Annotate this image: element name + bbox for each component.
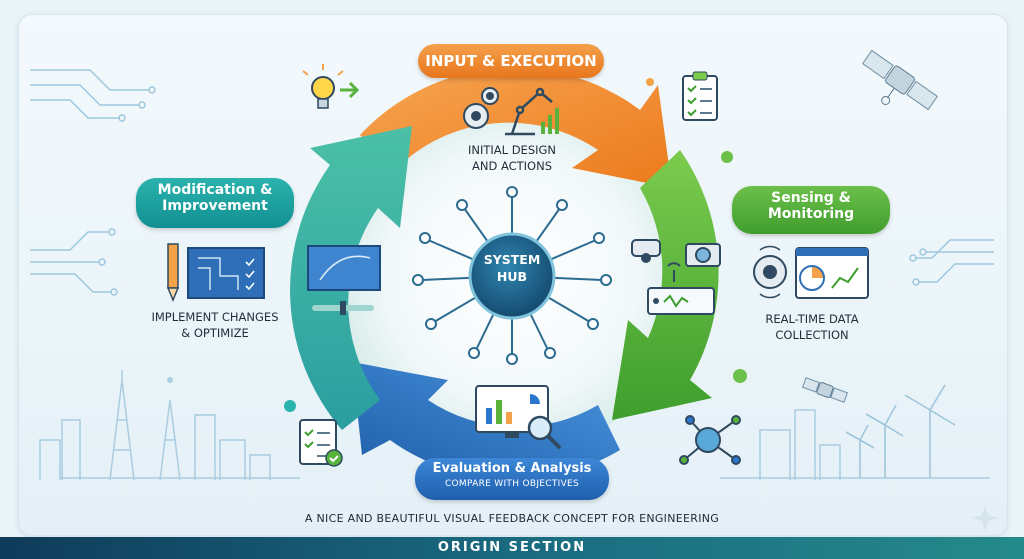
camera-icon bbox=[685, 243, 721, 267]
stage-label-input: INITIAL DESIGN AND ACTIONS bbox=[467, 143, 557, 173]
magnifier-icon bbox=[527, 415, 562, 450]
network-node-icon bbox=[679, 415, 741, 465]
system-hub-circle bbox=[468, 232, 556, 320]
clipboard-checklist-icon bbox=[682, 71, 718, 121]
satellite-icon bbox=[861, 49, 939, 111]
decorative-dots bbox=[167, 78, 747, 412]
stage-title-modification-improvement: Modification & Improvement bbox=[136, 178, 294, 228]
stage-title-sensing-text: Sensing & Monitoring bbox=[767, 190, 855, 223]
analytics-monitor-icon bbox=[475, 385, 549, 438]
speaker-sensor-icon bbox=[753, 245, 787, 299]
footer-brand: ORIGIN SECTION bbox=[437, 540, 587, 555]
footer-bar: ORIGIN SECTION bbox=[0, 537, 1024, 559]
blueprint-roll-icon bbox=[307, 245, 381, 315]
stage-label-sensing: REAL-TIME DATA COLLECTION bbox=[765, 312, 859, 342]
stage-title-input-execution: INPUT & EXECUTION bbox=[418, 44, 604, 78]
stage-title-modification-text: Modification & Improvement bbox=[157, 182, 273, 215]
circuit-lines-right bbox=[909, 239, 994, 286]
stage-label-evaluation: COMPARE WITH OBJECTIVES bbox=[444, 478, 580, 489]
city-skyline-right bbox=[720, 409, 990, 480]
sparkle-icon bbox=[972, 505, 998, 531]
checklist-icon bbox=[299, 419, 343, 467]
diagram-caption: A NICE AND BEAUTIFUL VISUAL FEEDBACK CON… bbox=[304, 512, 720, 525]
stage-label-modification: IMPLEMENT CHANGES & OPTIMIZE bbox=[151, 310, 279, 340]
wind-turbine-icon bbox=[845, 384, 956, 478]
arrow-sensing-monitoring bbox=[612, 150, 719, 420]
robot-arm-icon bbox=[505, 87, 553, 136]
pencil-icon bbox=[166, 243, 180, 302]
city-skyline-left bbox=[39, 370, 300, 481]
blueprint-icon bbox=[187, 247, 265, 299]
stage-title-evaluation-text: Evaluation & Analysis bbox=[432, 461, 592, 476]
arrow-modification-improvement bbox=[290, 126, 412, 430]
arrow-input-execution bbox=[360, 67, 672, 188]
system-hub-label: SYSTEM HUB bbox=[483, 252, 541, 284]
lightbulb-icon bbox=[302, 64, 360, 109]
stage-title-sensing-monitoring: Sensing & Monitoring bbox=[732, 186, 890, 234]
dashboard-monitor-icon bbox=[795, 247, 869, 299]
bar-chart-icon bbox=[541, 108, 559, 134]
stage-title-evaluation-analysis: Evaluation & Analysis COMPARE WITH OBJEC… bbox=[415, 458, 609, 500]
satellite-small-icon bbox=[801, 377, 849, 403]
circuit-lines-left bbox=[30, 69, 156, 296]
security-camera-icon bbox=[631, 239, 661, 263]
arrow-evaluation-analysis bbox=[352, 362, 620, 480]
gears-icon bbox=[463, 87, 499, 129]
sensor-device-icon bbox=[647, 262, 715, 315]
